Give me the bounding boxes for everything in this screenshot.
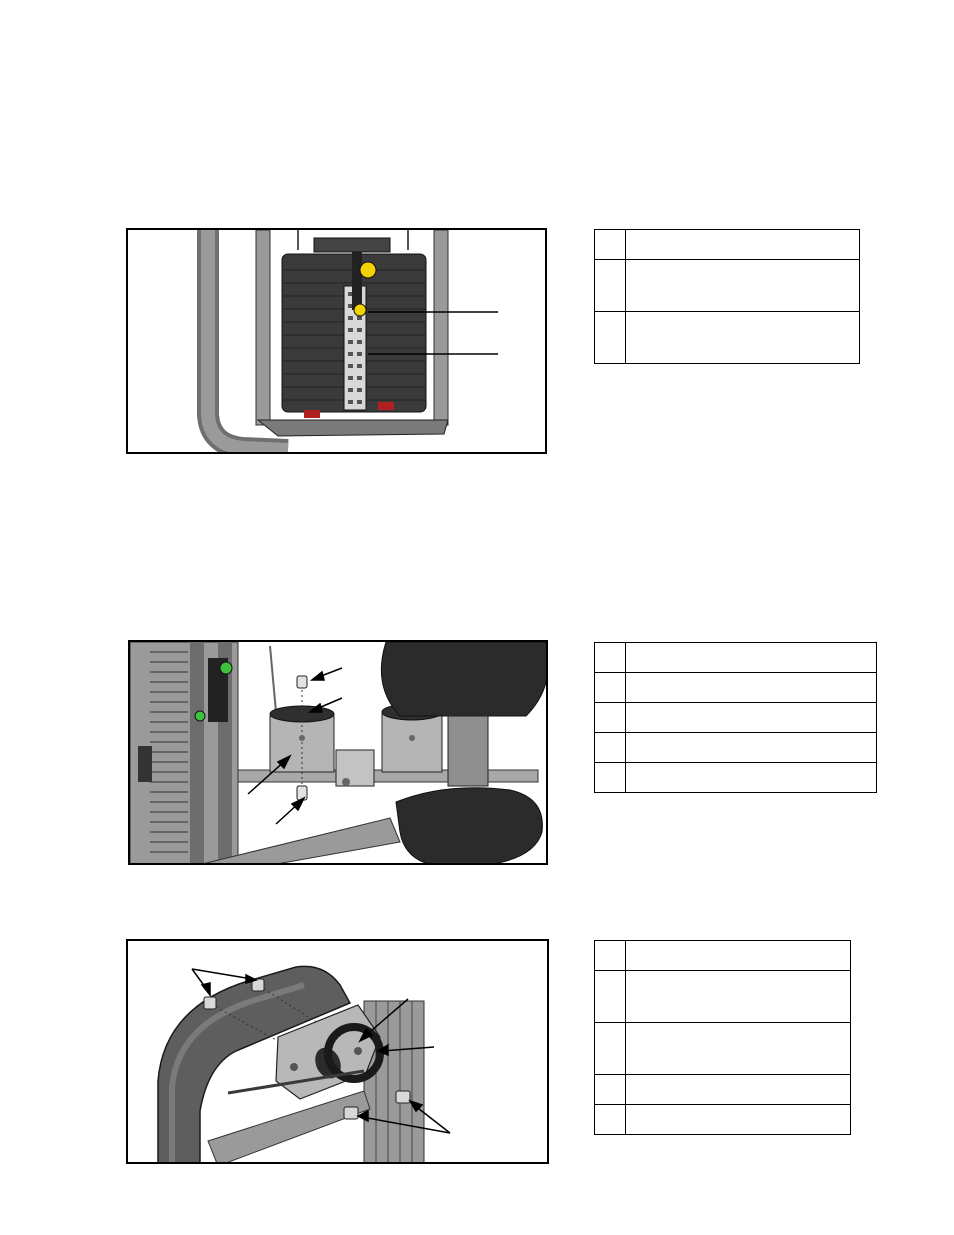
pivot-arm-illustration <box>157 965 451 1162</box>
item-number <box>594 702 626 733</box>
table-row <box>594 672 877 703</box>
bolt-bottom-icon <box>296 785 308 801</box>
item-number <box>594 970 626 1023</box>
table-row <box>594 1104 851 1135</box>
upper-pad <box>380 642 546 717</box>
weight-stack-illustration <box>197 230 498 452</box>
item-description <box>625 732 877 763</box>
item-number <box>594 1022 626 1075</box>
curved-pad-arm <box>157 965 352 1162</box>
item-number <box>594 672 626 703</box>
parts-table-3 <box>594 940 851 1135</box>
bumper-right <box>378 402 394 410</box>
item-number <box>594 259 626 312</box>
bolt-icon <box>203 996 217 1010</box>
item-number <box>594 642 626 673</box>
figure-3-pivot-arm-pulley <box>126 939 549 1164</box>
item-description <box>625 970 851 1023</box>
item-number <box>594 1074 626 1105</box>
green-knob-icon <box>219 661 233 675</box>
item-description <box>625 672 877 703</box>
table-row <box>594 1022 851 1075</box>
pulley-bracket-illustration <box>130 642 546 863</box>
item-number <box>594 732 626 763</box>
lower-pad <box>395 787 543 863</box>
curved-frame-tube <box>197 230 289 452</box>
item-description <box>625 762 877 793</box>
item-description <box>625 702 877 733</box>
bolt-icon <box>343 1106 359 1120</box>
callout-arrows <box>191 968 451 1134</box>
item-description <box>625 259 860 312</box>
guide-rod-right <box>433 230 449 426</box>
item-number <box>594 229 626 260</box>
item-description <box>625 229 860 260</box>
item-number <box>594 311 626 364</box>
item-description <box>625 1074 851 1105</box>
guide-rod-left <box>255 230 271 426</box>
weight-stack-side <box>150 651 188 853</box>
table-row <box>594 642 877 673</box>
item-description <box>625 1104 851 1135</box>
callout-arrows <box>247 667 343 825</box>
item-description <box>625 311 860 364</box>
figure-2-pulley-brackets <box>128 640 548 865</box>
bumper-left <box>304 410 320 418</box>
pulley-wheel <box>324 1023 384 1083</box>
item-number <box>594 1104 626 1135</box>
item-description <box>625 1022 851 1075</box>
selector-pin-icon <box>353 303 367 317</box>
item-description <box>625 642 877 673</box>
table-row <box>594 940 851 971</box>
table-row <box>594 732 877 763</box>
table-row <box>594 311 860 364</box>
item-number <box>594 940 626 971</box>
table-row <box>594 970 851 1023</box>
bolt-icon <box>251 978 265 992</box>
table-row <box>594 702 877 733</box>
item-description <box>625 940 851 971</box>
table-row <box>594 762 877 793</box>
table-row <box>594 229 860 260</box>
bolt-top-icon <box>296 675 308 689</box>
parts-table-1 <box>594 229 860 364</box>
selector-rod <box>208 658 228 722</box>
parts-table-2 <box>594 642 877 793</box>
item-number <box>594 762 626 793</box>
table-row <box>594 259 860 312</box>
center-clamp <box>335 749 375 787</box>
top-pin-icon <box>359 261 377 279</box>
table-row <box>594 1074 851 1105</box>
bolt-icon <box>395 1090 411 1104</box>
figure-1-weight-stack <box>126 228 547 454</box>
